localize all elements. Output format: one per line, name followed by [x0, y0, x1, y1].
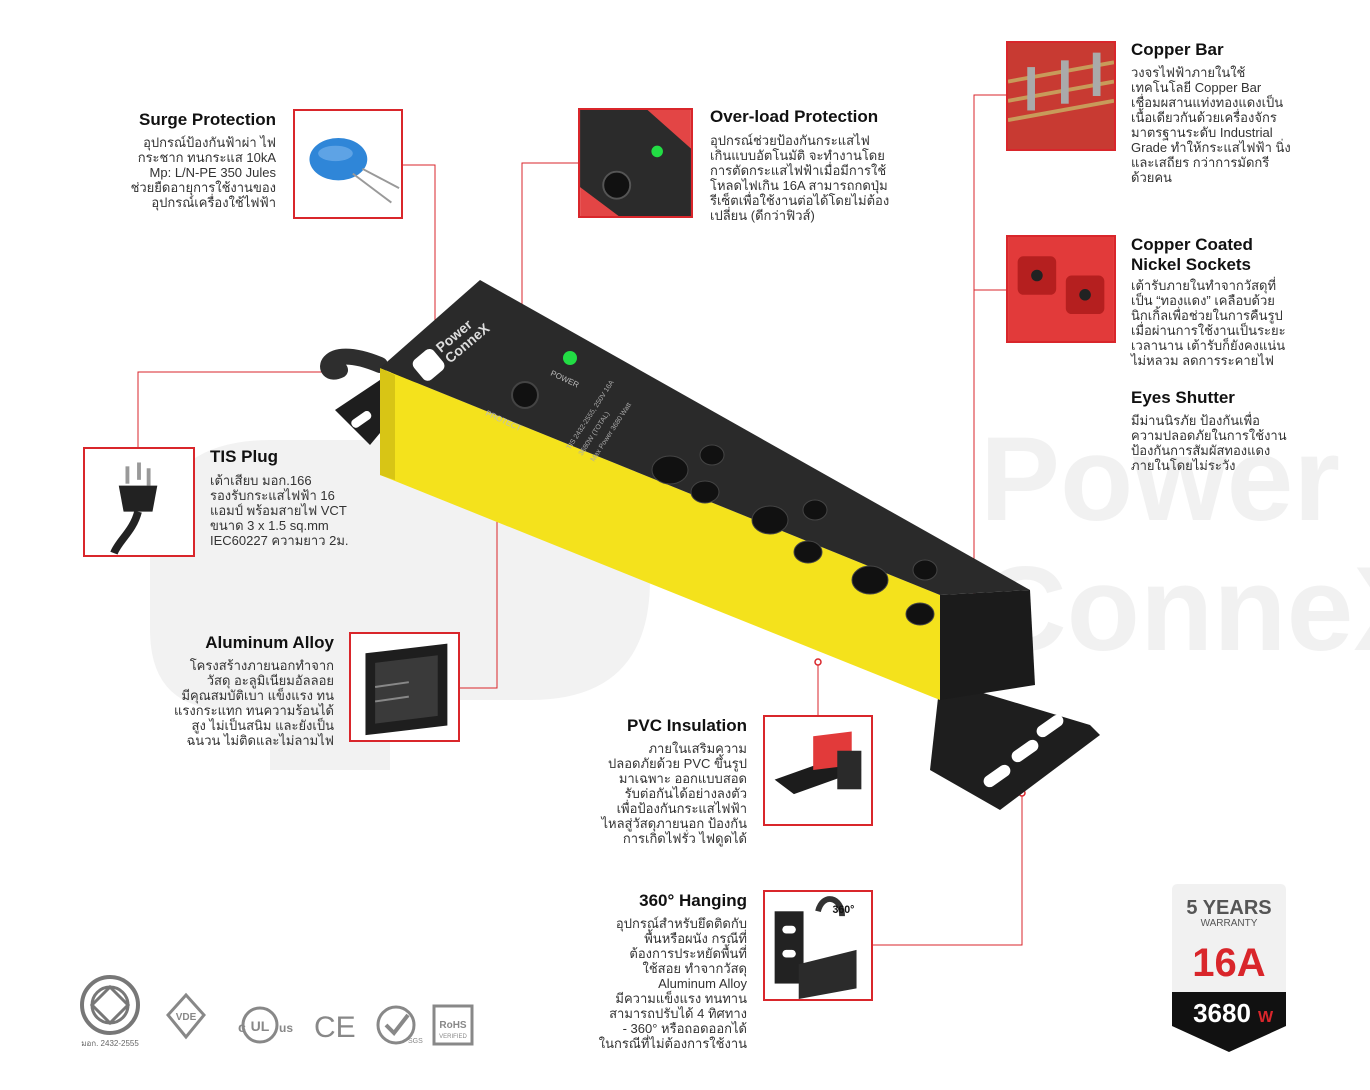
reset-button [511, 381, 539, 409]
pvc-desc: ภายในเสริมความ ปลอดภัยด้วย PVC ขึ้นรูป ม… [601, 741, 747, 846]
warranty-amps: 16A [1192, 941, 1265, 985]
yellow-side-panel [380, 368, 940, 700]
socket-3b [905, 602, 935, 626]
hanging-badge: 360° [832, 904, 854, 916]
socket-2a [751, 505, 789, 535]
aluminum-title: Aluminum Alloy [205, 633, 334, 652]
rohs-logo-icon: RoHS VERIFIED [432, 1004, 474, 1046]
power-led [563, 351, 577, 365]
hanging-bracket-icon: 360° [774, 896, 857, 999]
overload-title: Over-load Protection [710, 107, 879, 126]
red-socket-icon [1008, 237, 1114, 341]
surge-title: Surge Protection [139, 110, 276, 129]
power-strip-image: Power ConneX POWER PROTECT TIS 2432-2555… [320, 280, 1100, 810]
svg-text:Power: Power [980, 412, 1340, 546]
socket-2c [802, 499, 828, 521]
hanging-desc: อุปกรณ์สำหรับยึดติดกับ พื้นหรือผนัง กรณี… [598, 916, 747, 1051]
copper-bar-desc: วงจรไฟฟ้าภายในใช้ เทคโนโลยี Copper Bar เ… [1131, 65, 1291, 185]
overload-desc: อุปกรณ์ช่วยป้องกันกระแสไฟ เกินแบบอัตโนมั… [710, 133, 890, 223]
aluminum-desc: โครงสร้างภายนอกทำจาก วัสดุ อะลูมิเนียมอั… [174, 658, 334, 748]
plug-icon [110, 462, 158, 555]
power-cable [320, 348, 388, 380]
aluminum-profile-icon [365, 643, 448, 736]
black-top-panel [380, 280, 1030, 595]
varistor-icon [309, 137, 400, 204]
socket-2b [793, 540, 823, 564]
pvc-photo [763, 715, 873, 826]
copper-bar-photo [1006, 41, 1116, 151]
shutter-title: Eyes Shutter [1131, 388, 1235, 407]
sockets-photo [1006, 235, 1116, 343]
warranty-years: 5 YEARS [1186, 897, 1271, 919]
surge-photo [293, 109, 403, 219]
ul-logo-icon: c UL us [238, 1006, 293, 1044]
hanging-title: 360° Hanging [639, 891, 747, 910]
surge-desc: อุปกรณ์ป้องกันฟ้าผ่า ไฟ กระชาก ทนกระแส 1… [130, 135, 276, 210]
socket-1a [651, 455, 689, 485]
pvc-insulation-icon [774, 731, 862, 795]
sockets-title: Copper Coated Nickel Sockets [1131, 235, 1253, 274]
right-bracket [930, 680, 1100, 810]
sockets-desc: เต้ารับภายในทำจากวัสดุที่ เป็น “ทองแดง” … [1131, 278, 1286, 368]
vde-logo-icon: VDE [166, 992, 206, 1040]
copper-bar-title: Copper Bar [1131, 40, 1224, 59]
socket-1c [699, 444, 725, 466]
rohs-sub: VERIFIED [439, 1034, 467, 1040]
reset-switch-icon [580, 110, 691, 216]
sgs-text: SGS [408, 1038, 423, 1045]
hanging-photo: 360° [763, 890, 873, 1001]
plug-title: TIS Plug [210, 447, 278, 466]
plug-desc: เต้าเสียบ มอก.166 รองรับกระแสไฟฟ้า 16 แอ… [210, 473, 349, 548]
warranty-watt-unit: W [1258, 1009, 1274, 1026]
ul-left: c [238, 1019, 246, 1035]
socket-1b [690, 480, 720, 504]
tis-logo-icon: มอก. 2432-2555 [80, 975, 140, 1048]
tis-caption: มอก. 2432-2555 [81, 1039, 139, 1048]
aluminum-photo [349, 632, 460, 742]
ul-mid: UL [251, 1018, 270, 1034]
socket-3a [851, 565, 889, 595]
socket-3c [912, 559, 938, 581]
pvc-title: PVC Insulation [627, 716, 747, 735]
warranty-badge: 5 YEARS WARRANTY 16A 3680 W [1172, 884, 1286, 1052]
ce-logo-icon: CE [314, 1011, 356, 1044]
shutter-desc: มีม่านนิรภัย ป้องกันเพื่อ ความปลอดภัยในก… [1131, 413, 1287, 473]
cert-logos: มอก. 2432-2555 VDE c UL us CE SGS RoHS V… [78, 975, 478, 1055]
overload-photo [578, 108, 693, 218]
svg-text:ConneX: ConneX [980, 542, 1370, 676]
plug-photo [83, 447, 195, 557]
rohs-text: RoHS [439, 1020, 467, 1031]
vde-text: VDE [176, 1012, 197, 1023]
sgs-logo-icon: SGS [376, 1005, 423, 1045]
copper-bar-icon [1008, 43, 1114, 149]
ul-right: us [279, 1021, 293, 1035]
warranty-watts: 3680 [1193, 998, 1251, 1028]
warranty-label: WARRANTY [1201, 918, 1258, 929]
